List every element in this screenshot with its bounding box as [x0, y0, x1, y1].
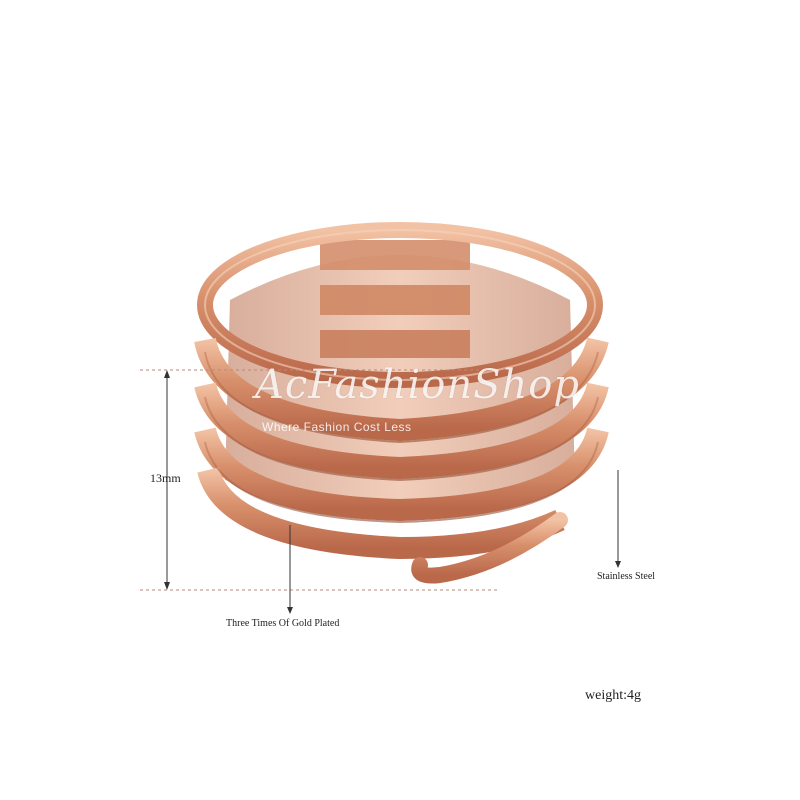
weight-label: weight:4g [585, 688, 641, 703]
material-label: Stainless Steel [597, 571, 656, 582]
watermark-tagline: Where Fashion Cost Less [262, 420, 412, 434]
watermark-brand: AcFashionShop [255, 362, 580, 408]
height-label: 13mm [150, 471, 181, 485]
plating-label: Three Times Of Gold Plated [226, 618, 340, 629]
